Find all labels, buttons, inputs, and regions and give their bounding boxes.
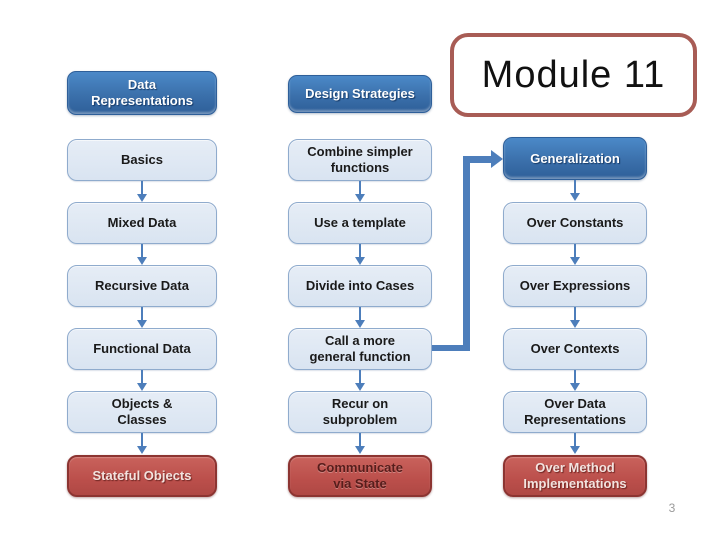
down-arrow-icon: [570, 433, 580, 455]
down-arrow-icon: [355, 181, 365, 202]
box-divide-into-cases: Divide into Cases: [288, 265, 432, 307]
box-over-constants: Over Constants: [503, 202, 647, 244]
connector-vertical: [463, 156, 470, 351]
connector-horizontal-bottom: [432, 345, 470, 351]
down-arrow-icon: [355, 370, 365, 391]
box-over-data-representations: Over Data Representations: [503, 391, 647, 433]
down-arrow-icon: [570, 370, 580, 391]
box-communicate-via-state: Communicate via State: [288, 455, 432, 497]
page-number: 3: [668, 501, 676, 515]
down-arrow-icon: [570, 307, 580, 328]
connector-horizontal-top: [463, 156, 491, 163]
box-mixed-data: Mixed Data: [67, 202, 217, 244]
down-arrow-icon: [137, 370, 147, 391]
down-arrow-icon: [137, 433, 147, 455]
box-over-contexts: Over Contexts: [503, 328, 647, 370]
header-data-representations: Data Representations: [67, 71, 217, 115]
box-functional-data: Functional Data: [67, 328, 217, 370]
box-recur-on-subproblem: Recur on subproblem: [288, 391, 432, 433]
header-design-strategies: Design Strategies: [288, 75, 432, 113]
down-arrow-icon: [137, 307, 147, 328]
down-arrow-icon: [570, 180, 580, 202]
down-arrow-icon: [137, 181, 147, 202]
box-recursive-data: Recursive Data: [67, 265, 217, 307]
box-stateful-objects: Stateful Objects: [67, 455, 217, 497]
down-arrow-icon: [355, 433, 365, 455]
down-arrow-icon: [355, 307, 365, 328]
down-arrow-icon: [570, 244, 580, 265]
module-title-box: Module 11: [450, 33, 697, 117]
box-over-expressions: Over Expressions: [503, 265, 647, 307]
box-basics: Basics: [67, 139, 217, 181]
box-over-method-implementations: Over Method Implementations: [503, 455, 647, 497]
connector-arrowhead-icon: [491, 150, 503, 168]
box-use-a-template: Use a template: [288, 202, 432, 244]
down-arrow-icon: [355, 244, 365, 265]
box-call-more-general-function: Call a more general function: [288, 328, 432, 370]
box-objects-classes: Objects & Classes: [67, 391, 217, 433]
down-arrow-icon: [137, 244, 147, 265]
box-combine-simpler-functions: Combine simpler functions: [288, 139, 432, 181]
header-generalization: Generalization: [503, 137, 647, 180]
